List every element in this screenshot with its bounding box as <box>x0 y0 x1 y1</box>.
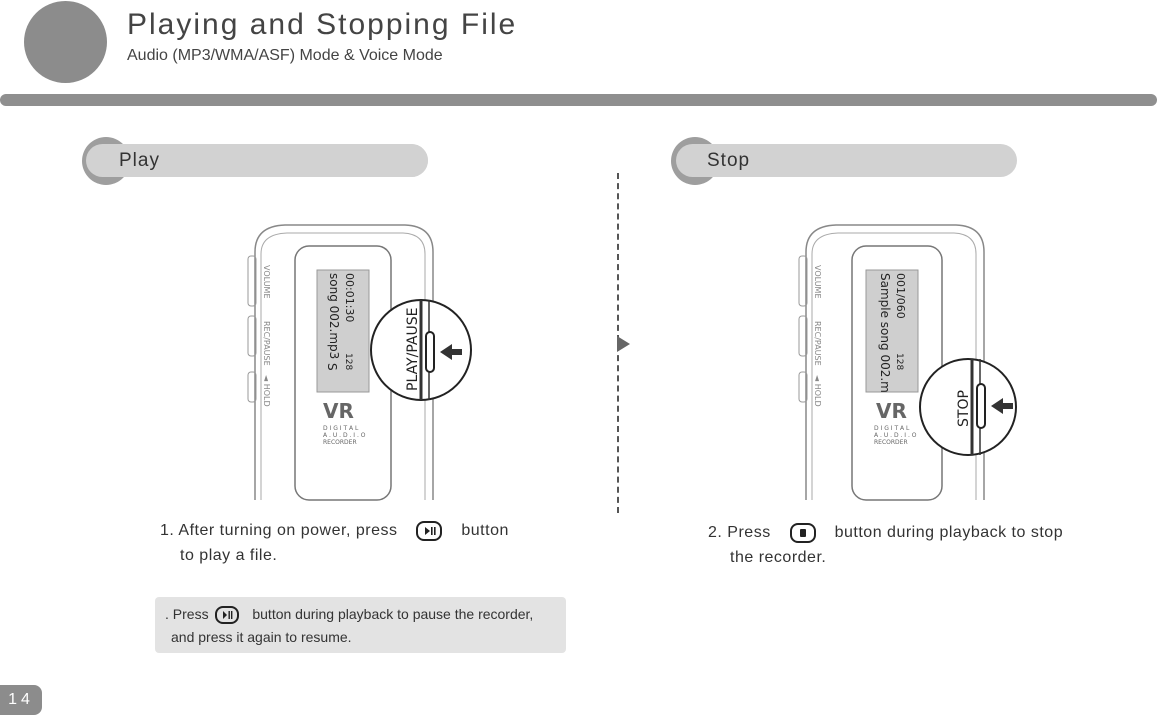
screen-counter: 001/060 <box>894 273 907 319</box>
page-title: Playing and Stopping File <box>127 8 518 41</box>
note-bullet: . <box>165 606 169 622</box>
screen-extra: S <box>325 363 339 371</box>
note-text-after: button during playback to pause the reco… <box>252 606 534 622</box>
section-label-play: Play <box>119 150 160 171</box>
play-pause-button-icon-small <box>215 606 240 625</box>
arrow-right-icon <box>617 336 630 352</box>
screen-track-stop: Sample song 002.m <box>878 273 892 393</box>
step-2-text-before: Press <box>727 524 771 541</box>
callout-label-play: PLAY/PAUSE <box>405 308 421 391</box>
brand-logo: VR <box>323 399 354 423</box>
step-1-number: 1. <box>160 522 175 539</box>
header-divider-bar <box>0 94 1157 106</box>
device-label-volume: VOLUME <box>262 265 271 299</box>
brand-logo-stop: VR <box>876 399 907 423</box>
step-2-text-after: button during playback to stop <box>834 524 1064 541</box>
brand-line3-stop: RECORDER <box>874 439 908 446</box>
step-2-line-2: the recorder. <box>730 549 827 566</box>
brand-line2: A . U . D . I . O <box>323 432 366 439</box>
device-label-volume-stop: VOLUME <box>813 265 822 299</box>
section-label-stop: Stop <box>707 150 751 171</box>
brand-line1-stop: D I G I T A L <box>874 425 910 432</box>
screen-bitrate-stop: 128 <box>894 353 904 370</box>
section-pill-play-overlay <box>86 144 428 177</box>
callout-play-pause: PLAY/PAUSE <box>370 299 472 401</box>
page-subtitle: Audio (MP3/WMA/ASF) Mode & Voice Mode <box>127 47 443 64</box>
device-illustration-stop: 001/060 128 Sample song 002.m VOLUME REC… <box>798 224 985 501</box>
brand-line3: RECORDER <box>323 439 357 446</box>
title-circle-decoration <box>24 1 107 83</box>
brand-line1: D I G I T A L <box>323 425 359 432</box>
note-line-2: and press it again to resume. <box>171 629 352 645</box>
step-1-line-1: 1. After turning on power, press button <box>160 518 509 543</box>
callout-stop: STOP <box>919 358 1017 456</box>
screen-track: song 002.mp3 <box>327 273 341 359</box>
step-2-number: 2. <box>708 524 723 541</box>
step-1-text-before: After turning on power, press <box>178 522 398 539</box>
step-1-text-after: button <box>461 522 509 539</box>
device-illustration-play: 00:01:30 128 song 002.mp3 S VOLUME REC/P… <box>247 224 434 501</box>
section-header-stop <box>676 144 1017 177</box>
device-label-rec-stop: REC/PAUSE <box>813 321 822 366</box>
page-number: 14 <box>0 685 42 715</box>
step-1-line-2: to play a file. <box>180 547 278 564</box>
note-line-1: . Press button during playback to pause … <box>165 603 533 626</box>
device-label-hold: ◄ HOLD <box>262 375 271 407</box>
device-label-hold-stop: ◄ HOLD <box>813 375 822 407</box>
play-pause-button-icon <box>416 520 443 541</box>
step-2-line-1: 2. Press button during playback to stop <box>708 520 1063 545</box>
note-text-before: Press <box>172 606 209 622</box>
device-label-rec: REC/PAUSE <box>262 321 271 366</box>
brand-line2-stop: A . U . D . I . O <box>874 432 917 439</box>
stop-button-icon <box>789 522 816 543</box>
screen-time: 00:01:30 <box>343 273 356 322</box>
screen-bitrate: 128 <box>343 353 353 370</box>
callout-label-stop: STOP <box>956 390 972 427</box>
